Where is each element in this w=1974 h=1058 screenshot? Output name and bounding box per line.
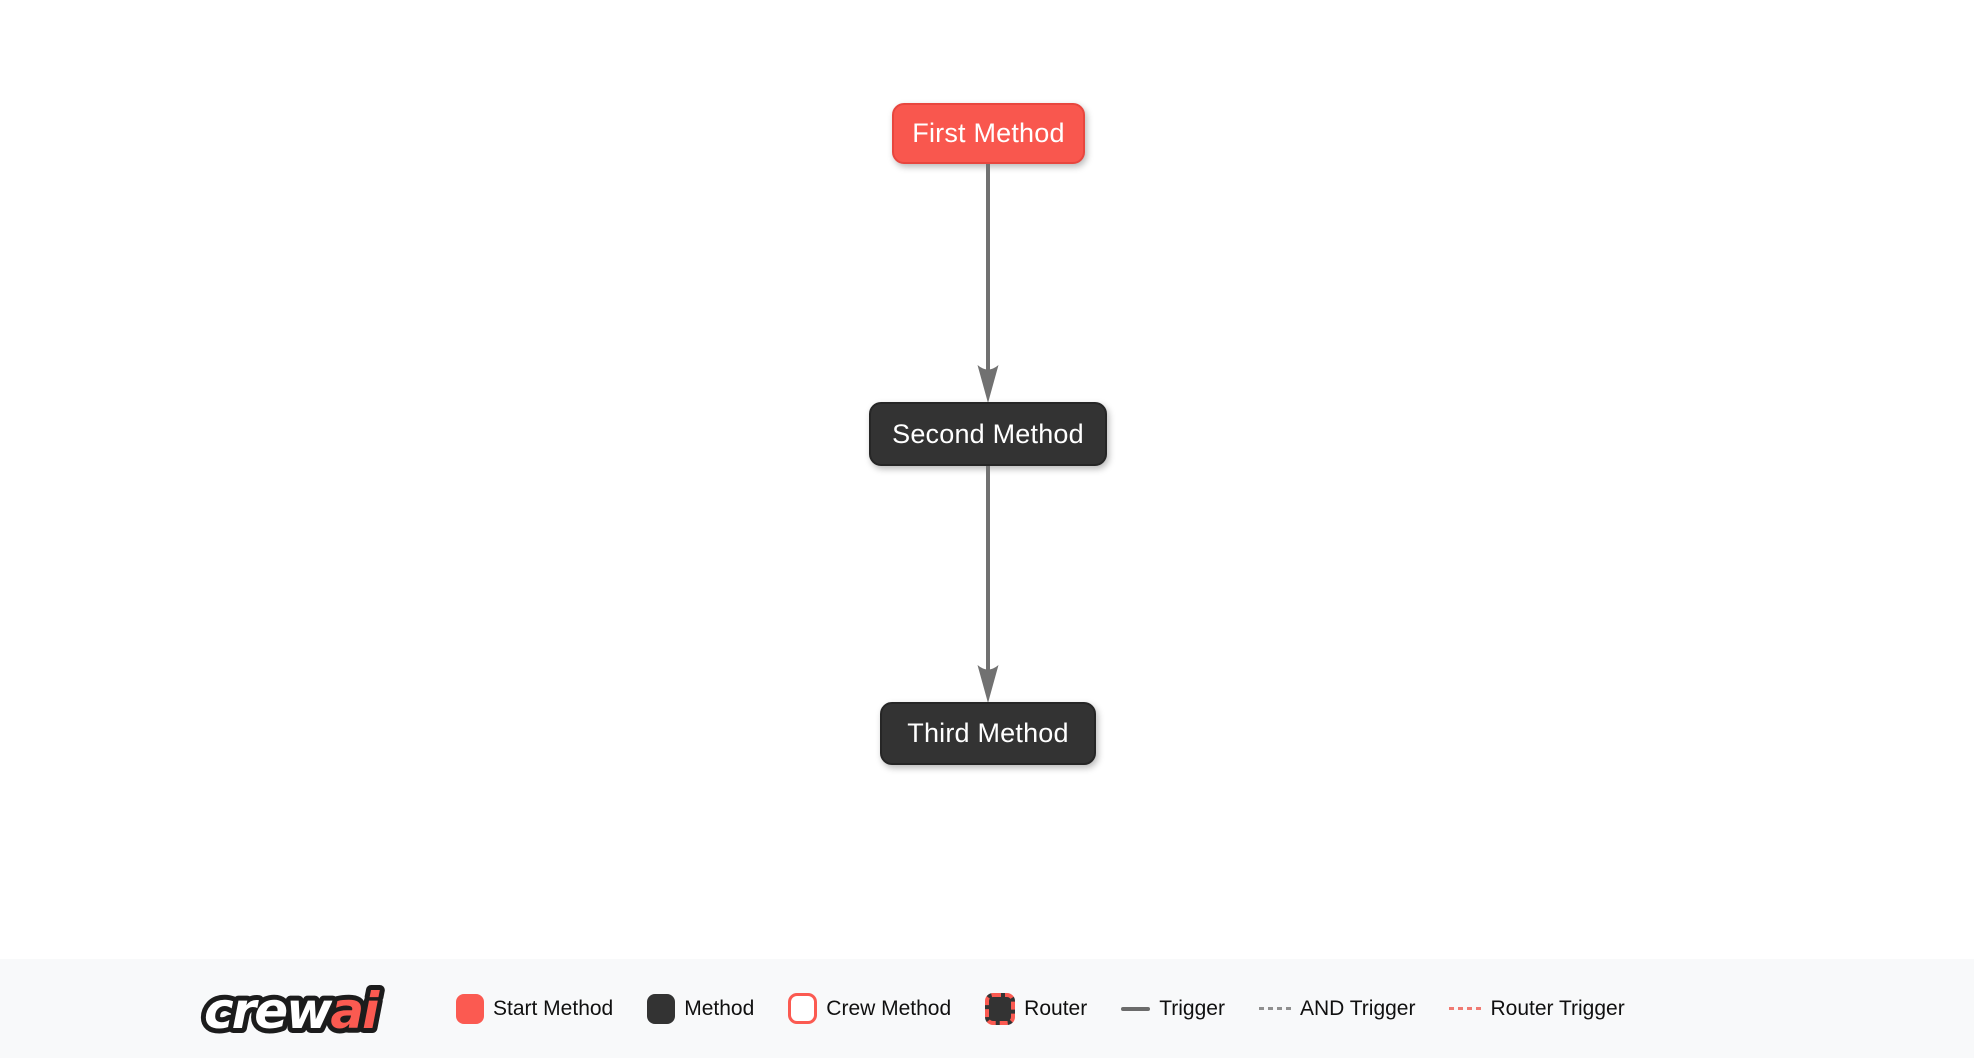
and-trigger-line-swatch: [1258, 1007, 1291, 1010]
start-method-swatch: [456, 993, 484, 1024]
legend-label-method: Method: [684, 996, 755, 1020]
legend-item-and-trigger: AND Trigger: [1258, 996, 1416, 1021]
legend-label-start-method: Start Method: [493, 996, 614, 1020]
legend-bar: crewai Start Method Method Crew Method R…: [0, 959, 1974, 1058]
trigger-line-swatch: [1121, 1006, 1151, 1011]
legend-label-router-trigger: Router Trigger: [1490, 996, 1625, 1020]
router-trigger-line-swatch: [1449, 1007, 1482, 1010]
node-first-method-label: First Method: [912, 118, 1065, 148]
node-third-method-label: Third Method: [907, 718, 1069, 748]
legend-label-router: Router: [1024, 996, 1088, 1020]
legend-item-trigger: Trigger: [1121, 997, 1225, 1021]
node-second-method-label: Second Method: [892, 418, 1084, 449]
node-second-method[interactable]: Second Method: [869, 402, 1107, 466]
legend-label-and-trigger: AND Trigger: [1299, 996, 1416, 1020]
trigger-arrow-first-to-second: [977, 164, 999, 403]
legend-label-trigger: Trigger: [1159, 996, 1225, 1020]
legend-label-crew-method: Crew Method: [826, 996, 952, 1020]
legend-item-method: Method: [647, 993, 755, 1024]
router-swatch: [985, 992, 1016, 1025]
trigger-arrow-second-to-third: [977, 466, 999, 703]
legend-item-start-method: Start Method: [456, 993, 614, 1024]
logo-text-crew: crew: [204, 982, 333, 1040]
legend-item-router: Router: [985, 992, 1088, 1025]
svg-text:crewai: crewai: [204, 982, 380, 1040]
method-swatch: [647, 993, 676, 1024]
crewai-logo-image: crewai: [199, 977, 387, 1045]
legend-items: Start Method Method Crew Method Router T…: [456, 992, 1625, 1025]
legend-item-crew-method: Crew Method: [788, 993, 951, 1024]
logo-text-ai: ai: [330, 982, 380, 1040]
node-third-method[interactable]: Third Method: [880, 702, 1096, 765]
node-first-method[interactable]: First Method: [892, 103, 1085, 164]
legend-item-router-trigger: Router Trigger: [1449, 996, 1625, 1021]
crew-method-swatch: [788, 993, 818, 1024]
crewai-logo: crewai: [199, 974, 440, 1045]
